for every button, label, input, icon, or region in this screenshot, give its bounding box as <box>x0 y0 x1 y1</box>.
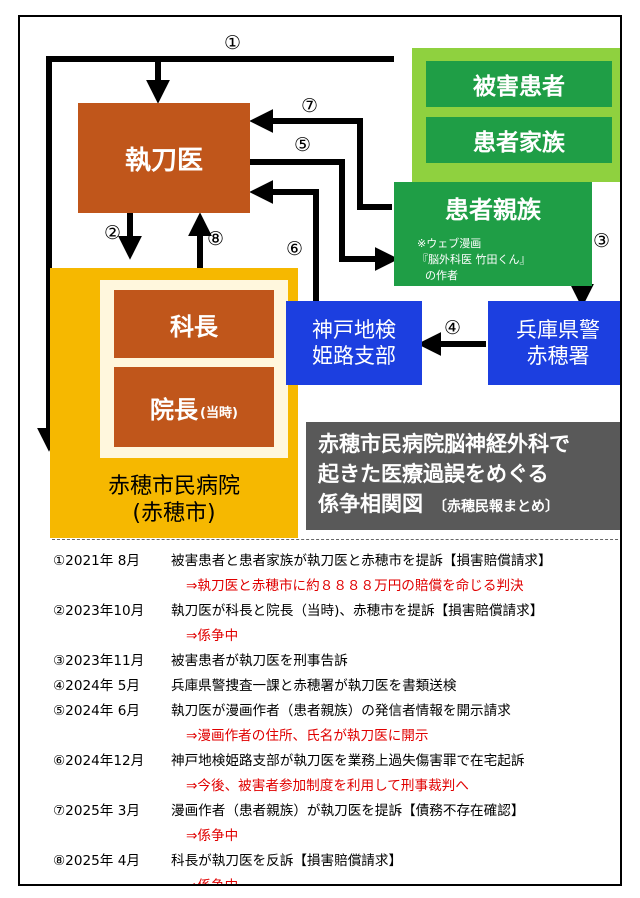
police-line-1: 兵庫県警 <box>516 317 600 342</box>
chief-box: 科長 <box>114 290 274 358</box>
event-date: ②2023年10月 <box>53 603 145 619</box>
arrow-label-5: ⑤ <box>294 134 312 156</box>
relative-box: 患者親族 <box>394 182 592 286</box>
arrow-label-2: ② <box>104 222 122 244</box>
relative-note-line-2: 『脳外科医 竹田くん』 <box>417 253 531 266</box>
event-date: ⑧2025年 4月 <box>53 853 140 869</box>
arrow-6 <box>249 180 319 301</box>
prosecutor-line-1: 神戸地検 <box>312 317 396 342</box>
divider <box>52 539 620 540</box>
arrow-1-top <box>37 56 394 452</box>
event-text: 兵庫県警捜査一課と赤穂署が執刀医を書類送検 <box>171 678 457 694</box>
event-result: ⇒係争中 <box>186 878 239 886</box>
title-line-3-row: 係争相関図 〔赤穂民報まとめ〕 <box>318 489 620 522</box>
event-text: 執刀医が漫画作者（患者親族）の発信者情報を開示請求 <box>171 703 511 719</box>
arrow-label-8: ⑧ <box>207 228 225 250</box>
event-text: 漫画作者（患者親族）が執刀医を提訴【債務不存在確認】 <box>171 803 525 819</box>
relative-label: 患者親族 <box>445 196 541 224</box>
event-result: ⇒係争中 <box>186 828 239 844</box>
event-result: ⇒係争中 <box>186 628 239 644</box>
event-date: ④2024年 5月 <box>53 678 140 694</box>
title-box: 赤穂市民病院脳神経外科で 起きた医療過誤をめぐる 係争相関図 〔赤穂民報まとめ〕 <box>306 422 620 530</box>
event-date: ⑦2025年 3月 <box>53 803 140 819</box>
event-row: ③2023年11月 被害患者が執刀医を刑事告訴 <box>53 649 620 674</box>
event-row: ⑧2025年 4月 科長が執刀医を反訴【損害賠償請求】 <box>53 849 620 874</box>
event-list: ①2021年 8月 被害患者と患者家族が執刀医と赤穂市を提訴【損害賠償請求】 ⇒執… <box>53 549 620 886</box>
event-row: ②2023年10月 執刀医が科長と院長（当時)、赤穂市を提訴【損害賠償請求】 <box>53 599 620 624</box>
event-result: ⇒今後、被害者参加制度を利用して刑事裁判へ <box>186 778 469 794</box>
title-subtitle: 〔赤穂民報まとめ〕 <box>433 499 559 515</box>
hospital-city: (赤穂市) <box>132 501 216 526</box>
event-row: ④2024年 5月 兵庫県警捜査一課と赤穂署が執刀医を書類送検 <box>53 674 620 699</box>
prosecutor-line-2: 姫路支部 <box>312 344 396 368</box>
event-result: ⇒執刀医と赤穂市に約８８８８万円の賠償を命じる判決 <box>186 578 524 594</box>
surgeon-box: 執刀医 <box>78 103 250 213</box>
police-line-2: 赤穂署 <box>526 344 590 368</box>
event-date: ⑥2024年12月 <box>53 753 145 769</box>
diagram-frame: ① ② ③ ④ ⑤ ⑥ ⑦ ⑧ 被害患者 患者家族 執刀医 患者親族 ※ウェブ漫… <box>18 15 622 886</box>
event-text: 被害患者が執刀医を刑事告訴 <box>171 653 348 669</box>
family-box: 患者家族 <box>426 117 612 163</box>
director-box: 院長(当時) <box>114 367 274 447</box>
director-suffix: (当時) <box>200 405 238 421</box>
title-line-3: 係争相関図 <box>318 492 423 516</box>
event-row: ⑦2025年 3月 漫画作者（患者親族）が執刀医を提訴【債務不存在確認】 <box>53 799 620 824</box>
police-box: 兵庫県警 赤穂署 <box>488 301 620 385</box>
event-date: ③2023年11月 <box>53 653 145 669</box>
event-text: 執刀医が科長と院長（当時)、赤穂市を提訴【損害賠償請求】 <box>171 603 544 619</box>
arrow-label-6: ⑥ <box>286 238 304 260</box>
event-text: 科長が執刀医を反訴【損害賠償請求】 <box>171 853 403 869</box>
event-date: ①2021年 8月 <box>53 553 140 569</box>
event-row: ⑤2024年 6月 執刀医が漫画作者（患者親族）の発信者情報を開示請求 <box>53 699 620 724</box>
hospital-label: 赤穂市民病院 (赤穂市) <box>50 464 298 536</box>
relative-note: ※ウェブ漫画 『脳外科医 竹田くん』 の作者 <box>417 236 531 284</box>
relative-note-line-3: の作者 <box>425 269 458 282</box>
event-row: ①2021年 8月 被害患者と患者家族が執刀医と赤穂市を提訴【損害賠償請求】 <box>53 549 620 574</box>
event-text: 被害患者と患者家族が執刀医と赤穂市を提訴【損害賠償請求】 <box>171 553 552 569</box>
prosecutor-box: 神戸地検 姫路支部 <box>286 301 422 385</box>
hospital-name: 赤穂市民病院 <box>107 473 240 499</box>
arrow-label-3: ③ <box>593 230 611 252</box>
arrow-7 <box>249 109 392 210</box>
relative-note-line-1: ※ウェブ漫画 <box>417 237 482 250</box>
arrow-label-1: ① <box>224 32 242 54</box>
director-label: 院長 <box>150 395 199 424</box>
arrow-layer <box>37 56 594 452</box>
victim-box: 被害患者 <box>426 61 612 107</box>
event-text: 神戸地検姫路支部が執刀医を業務上過失傷害罪で在宅起訴 <box>171 753 525 769</box>
arrow-label-4: ④ <box>444 317 462 339</box>
title-line-2: 起きた医療過誤をめぐる <box>318 462 549 486</box>
event-row: ⑥2024年12月 神戸地検姫路支部が執刀医を業務上過失傷害罪で在宅起訴 <box>53 749 620 774</box>
title-line-1: 赤穂市民病院脳神経外科で <box>318 432 570 456</box>
arrow-5 <box>250 159 399 271</box>
arrow-label-7: ⑦ <box>301 95 319 117</box>
event-date: ⑤2024年 6月 <box>53 703 140 719</box>
event-result: ⇒漫画作者の住所、氏名が執刀医に開示 <box>186 728 429 744</box>
